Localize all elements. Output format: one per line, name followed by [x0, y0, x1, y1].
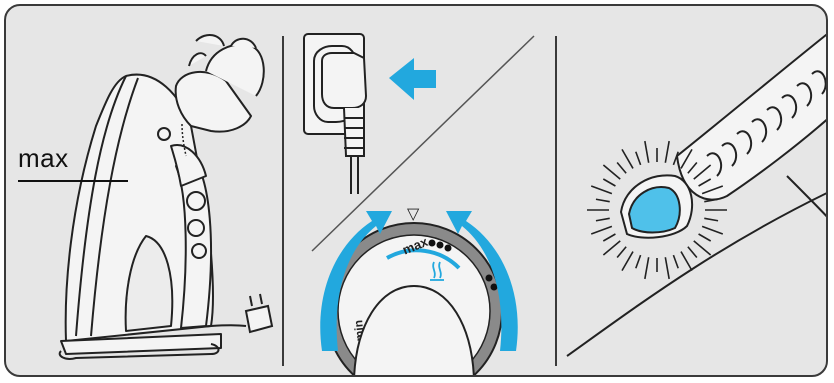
light-ray	[665, 257, 669, 279]
water-level-label: max	[18, 143, 69, 174]
plug-icon	[246, 294, 272, 332]
light-ray	[699, 234, 711, 241]
light-ray	[596, 199, 610, 201]
light-ray	[596, 218, 610, 220]
light-ray	[603, 165, 620, 179]
dial-marker: ▽	[407, 204, 420, 223]
light-ray	[603, 179, 615, 186]
light-ray	[681, 252, 692, 271]
light-ray	[603, 234, 615, 241]
panel-fill-water	[6, 6, 286, 377]
light-ray	[688, 247, 697, 258]
light-ray	[645, 257, 649, 279]
measuring-cup	[176, 35, 264, 132]
light-ray	[704, 218, 718, 220]
light-ray	[591, 186, 612, 194]
light-ray	[645, 141, 649, 163]
light-ray	[622, 149, 633, 168]
instruction-illustration: max	[4, 4, 828, 377]
light-ray	[665, 141, 669, 163]
light-ray	[636, 152, 641, 165]
light-ray	[673, 255, 678, 268]
panel-heating-light	[557, 6, 828, 377]
water-level-line	[18, 180, 128, 182]
light-ray	[603, 241, 620, 255]
light-ray	[636, 255, 641, 268]
light-ray	[591, 226, 612, 234]
light-ray	[622, 252, 633, 271]
insert-arrow-icon	[389, 58, 436, 100]
light-ray	[617, 247, 626, 258]
panel-plug-and-set: max min ▽	[284, 6, 554, 377]
light-ray	[617, 163, 626, 174]
light-ray	[702, 226, 723, 234]
light-ray	[694, 241, 711, 255]
